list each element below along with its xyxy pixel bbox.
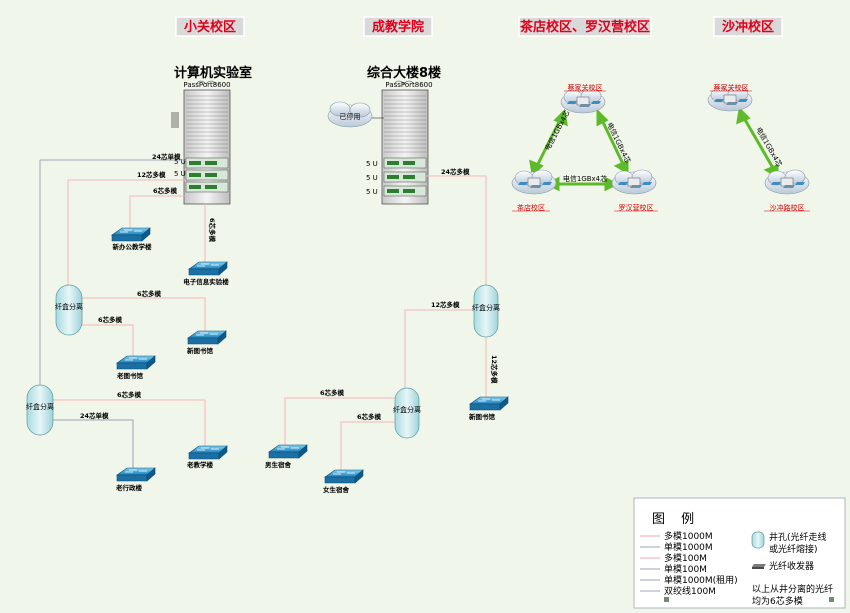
link-label: 24芯单模 — [152, 152, 181, 161]
fiber-splitter-box: 纤盒分离 — [26, 384, 54, 436]
link-label: 电信1GBx4芯 — [543, 109, 572, 152]
link-label: 12芯多模 — [431, 300, 460, 309]
legend-well-label: 或光纤熔接) — [769, 543, 818, 555]
header-shachong: 沙冲校区 — [713, 16, 783, 37]
svg-text:纤盒分离: 纤盒分离 — [393, 405, 421, 414]
legend-title: 图 例 — [652, 512, 700, 527]
svg-text:沙冲校区: 沙冲校区 — [722, 19, 774, 35]
svg-text:茶店校区、罗汉营校区: 茶店校区、罗汉营校区 — [520, 19, 650, 35]
header-xiaoguan: 小关校区 — [175, 16, 245, 37]
legend-item-label: 单模1000M(租用) — [664, 574, 738, 586]
svg-text:小关校区: 小关校区 — [184, 19, 236, 35]
building-label: 新图书馆 — [469, 412, 496, 421]
header-chengjiao: 成教学院 — [363, 16, 433, 37]
fiber-splitter-box: 纤盒分离 — [55, 284, 83, 336]
legend-transceiver-label: 光纤收发器 — [769, 560, 814, 572]
lab-model: PassPort8600 — [183, 81, 230, 89]
core-switch-cabinet-zonghe — [381, 80, 429, 205]
legend-item-label: 单模1000M — [664, 541, 713, 553]
zonghe-title: 综合大楼8楼 — [367, 65, 441, 81]
switch-icon — [469, 396, 509, 411]
building-label: 男生宿舍 — [264, 460, 292, 469]
link-label: 6芯多模 — [357, 412, 382, 421]
building-label: 电子信息实验楼 — [183, 277, 229, 286]
transceiver-icon — [752, 564, 766, 569]
switch-icon — [116, 467, 156, 482]
link-label: 12芯多模 — [490, 355, 499, 384]
switch-icon — [188, 261, 228, 276]
campus-label: 沙冲路校区 — [770, 203, 805, 212]
rack-unit-label: 5 U — [174, 158, 186, 166]
campus-label: 蔡家关校区 — [568, 83, 603, 92]
header-chadian-luohanying: 茶店校区、罗汉营校区 — [518, 16, 652, 37]
svg-text:成教学院: 成教学院 — [372, 19, 424, 35]
switch-icon — [116, 355, 156, 370]
legend-item-label: 单模100M — [664, 563, 707, 575]
stopped-cloud: 已停用 — [327, 101, 384, 128]
building-label: 老行政楼 — [115, 483, 143, 492]
legend-note: 以上从井分离的光纤 — [752, 583, 833, 595]
rack-unit-label: 5 U — [366, 174, 378, 182]
campus-cloud-icon — [764, 169, 810, 195]
link-label: 12芯多模 — [137, 170, 166, 179]
core-switch-cabinet-lab — [183, 80, 231, 205]
svg-text:纤盒分离: 纤盒分离 — [26, 402, 54, 411]
svg-text:纤盒分离: 纤盒分离 — [55, 302, 83, 311]
legend-item-label: 多模100M — [664, 552, 707, 564]
building-label: 新办公教学楼 — [113, 242, 153, 251]
building-label: 新图书馆 — [187, 346, 214, 355]
legend-item-label: 多模1000M — [664, 530, 713, 542]
rack-unit-label: 5 U — [366, 160, 378, 168]
link-label: 6芯多模 — [137, 289, 162, 298]
legend-note: 均为6芯多模 — [752, 595, 803, 607]
campus-label: 茶店校区 — [517, 203, 545, 212]
lab-title: 计算机实验室 — [174, 65, 252, 81]
svg-text:纤盒分离: 纤盒分离 — [472, 303, 500, 312]
campus-label: 蔡家关校区 — [714, 83, 749, 92]
link-label: 6芯多模 — [98, 315, 123, 324]
rack-unit-label: 5 U — [366, 188, 378, 196]
building-label: 老图书馆 — [116, 371, 144, 380]
campus-label: 罗汉营校区 — [619, 203, 654, 212]
campus-cloud-icon — [511, 169, 557, 195]
link-label: 6芯多模 — [320, 388, 345, 397]
legend-item-label: 双绞线100M — [664, 585, 716, 597]
corner-marker-icon — [664, 597, 834, 602]
well-icon — [751, 531, 765, 549]
campus-cloud-icon — [611, 169, 657, 195]
building-label: 老教学楼 — [186, 460, 214, 469]
switch-icon — [111, 227, 151, 242]
link-label: 6芯多模 — [153, 186, 178, 195]
rack-unit-label: 5 U — [174, 170, 186, 178]
fiber-splitter-box: 纤盒分离 — [393, 387, 421, 439]
stopped-label: 已停用 — [340, 112, 361, 121]
legend: 图 例 多模1000M 单模1000M 多模100M 单模100M 单模1000… — [633, 497, 846, 609]
link-label: 6芯多模 — [117, 390, 142, 399]
switch-icon — [187, 330, 227, 345]
link-label: 6芯多模 — [208, 218, 217, 243]
zonghe-model: PassPort8600 — [385, 81, 432, 89]
fiber-splitter-box: 纤盒分离 — [472, 284, 500, 338]
link-label: 24芯单模 — [80, 411, 109, 420]
link-label: 电信1GBx4芯 — [563, 174, 607, 183]
link-label: 24芯多模 — [441, 167, 470, 176]
switch-icon — [268, 444, 308, 459]
building-label: 女生宿舍 — [323, 485, 350, 494]
legend-well-label: 井孔(光纤走线 — [769, 531, 827, 543]
switch-icon — [188, 445, 228, 460]
switch-icon — [324, 469, 364, 484]
patch-panel-icon — [171, 112, 179, 128]
campus-cloud-icon — [560, 88, 606, 114]
